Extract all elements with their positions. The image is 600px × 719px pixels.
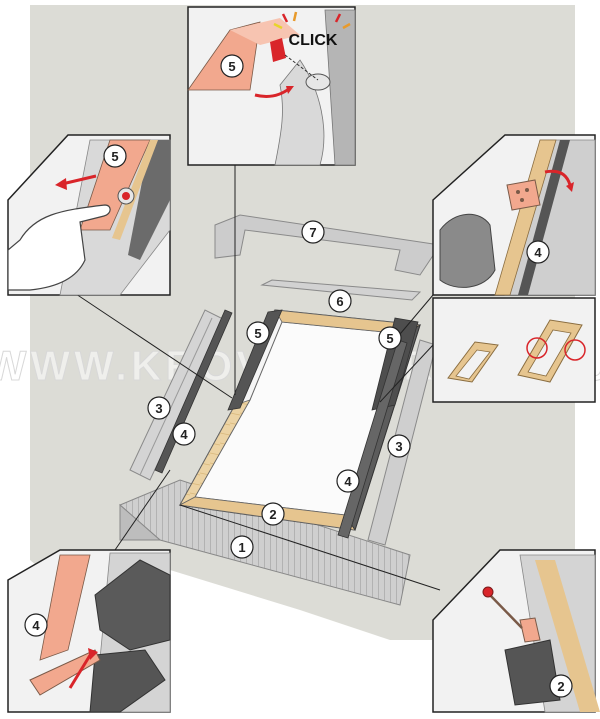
wood-frame-icon (447, 341, 499, 383)
label-4-clip: 4 (32, 618, 40, 633)
label-5-left: 5 (254, 326, 261, 341)
label-3-left: 3 (155, 401, 162, 416)
label-4-right: 4 (344, 474, 352, 489)
top-flashing-part-7 (214, 214, 441, 276)
callout-click: CLICK 5 (187, 6, 356, 166)
label-4-left: 4 (180, 427, 188, 442)
label-1: 1 (238, 540, 245, 555)
label-2-screw: 2 (557, 679, 564, 694)
callout-screw: 2 (432, 549, 600, 713)
hand-icon (7, 204, 111, 291)
callout-wood-frames (432, 297, 596, 403)
label-5-hand: 5 (111, 149, 118, 164)
label-2: 2 (269, 507, 276, 522)
callout-lines (69, 165, 441, 591)
red-arrow-icon (544, 169, 572, 186)
callout-bracket: 4 (432, 134, 596, 296)
red-clip-icon (270, 38, 286, 62)
label-7: 7 (309, 225, 316, 240)
callout-clip: 4 (7, 549, 171, 713)
click-label: CLICK (289, 32, 338, 49)
red-arrow-icon (88, 648, 98, 660)
label-5-click: 5 (228, 59, 235, 74)
label-3-right: 3 (395, 439, 402, 454)
click-spark-icon (273, 11, 351, 30)
label-5-right: 5 (386, 331, 393, 346)
label-6: 6 (336, 294, 343, 309)
screw-icon (487, 592, 523, 629)
label-4-bracket: 4 (534, 245, 542, 260)
red-arrow-icon (55, 178, 67, 190)
callout-hand: 5 (7, 134, 171, 296)
main-labels: 7 6 5 5 3 4 3 4 2 1 (147, 220, 411, 559)
bottom-flashing-part-1 (119, 479, 411, 606)
